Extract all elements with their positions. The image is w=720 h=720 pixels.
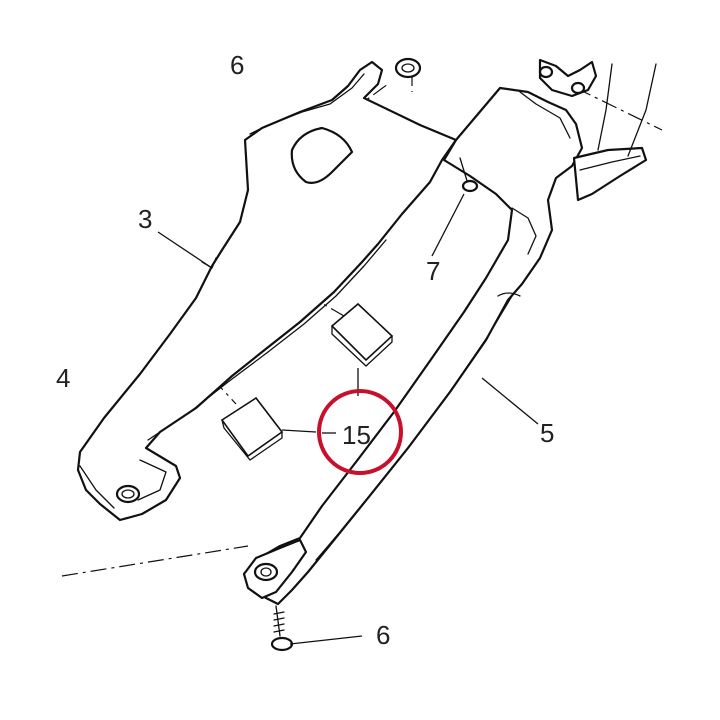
side-panel-inner-edge xyxy=(147,239,387,441)
callout-part-6-top: 6 xyxy=(230,50,244,80)
leader-lines xyxy=(157,193,539,645)
callout-part-3: 3 xyxy=(138,204,152,234)
side-panel-lower-lip xyxy=(79,465,115,509)
pad-lower-face xyxy=(220,396,284,458)
side-panel-cutout xyxy=(290,126,354,184)
side-panel-grommet-outer xyxy=(115,484,141,504)
side-panel-part-3 xyxy=(76,60,458,522)
pad-lower-part-15 xyxy=(220,396,284,461)
frame-arm-lower-grommet xyxy=(253,562,279,582)
center-line-upper-right xyxy=(575,87,663,131)
frame-arm-mount-hole-left xyxy=(538,65,554,79)
side-panel-outline xyxy=(76,60,458,522)
side-panel-grommet xyxy=(115,484,141,504)
bottom-screw-part-6 xyxy=(270,605,294,652)
frame-arm-lower-bracket xyxy=(242,538,308,600)
frame-arm-right-edge-inner xyxy=(597,63,613,151)
callout-part-7: 7 xyxy=(426,256,440,286)
side-panel-top-flange xyxy=(249,73,365,135)
pad-upper-face xyxy=(330,302,394,362)
pad-lower-thickness xyxy=(221,419,283,461)
callout-part-4: 4 xyxy=(56,363,70,393)
side-panel-grommet-inner xyxy=(121,489,135,499)
highlight-circle xyxy=(317,389,403,475)
leader-part-5 xyxy=(481,377,539,425)
top-bolt-socket xyxy=(401,63,415,73)
frame-arm-mount-hole-right xyxy=(570,81,586,95)
side-panel-lower-tab xyxy=(137,459,167,501)
bottom-screw-head xyxy=(270,636,294,652)
callout-part-6-bottom: 6 xyxy=(376,620,390,650)
leader-part-7 xyxy=(431,193,465,257)
screw-shank xyxy=(459,157,469,185)
top-bolt-head xyxy=(394,57,422,79)
top-bolt-part-6 xyxy=(394,57,422,79)
frame-arm-ridge xyxy=(497,292,521,297)
leader-part-15-lower xyxy=(281,429,317,433)
callout-labels: 6 3 4 7 5 15 6 xyxy=(56,50,554,650)
frame-arm-top-mount xyxy=(538,58,598,98)
leader-part-6-bottom xyxy=(289,635,363,645)
pad-upper-thickness xyxy=(331,325,393,367)
frame-arm-part-5 xyxy=(242,58,657,606)
screw-head xyxy=(461,179,479,193)
callout-part-15: 15 xyxy=(342,420,371,450)
frame-arm-lower-grommet-hole xyxy=(260,567,272,577)
frame-arm-bracket xyxy=(572,146,648,202)
frame-arm-bracket-edge xyxy=(579,155,641,171)
bottom-screw-thread xyxy=(273,611,285,633)
screw-part-7 xyxy=(459,157,479,193)
frame-arm-inner-edge xyxy=(315,295,513,561)
frame-arm-upper-edge xyxy=(519,91,571,139)
frame-arm-step xyxy=(511,207,537,255)
callout-part-5: 5 xyxy=(540,418,554,448)
frame-arm-right-edge-outer xyxy=(627,63,657,157)
pad-upper-part-15 xyxy=(330,302,394,367)
center-line-lower-left xyxy=(61,545,249,577)
leader-part-3 xyxy=(157,231,213,269)
